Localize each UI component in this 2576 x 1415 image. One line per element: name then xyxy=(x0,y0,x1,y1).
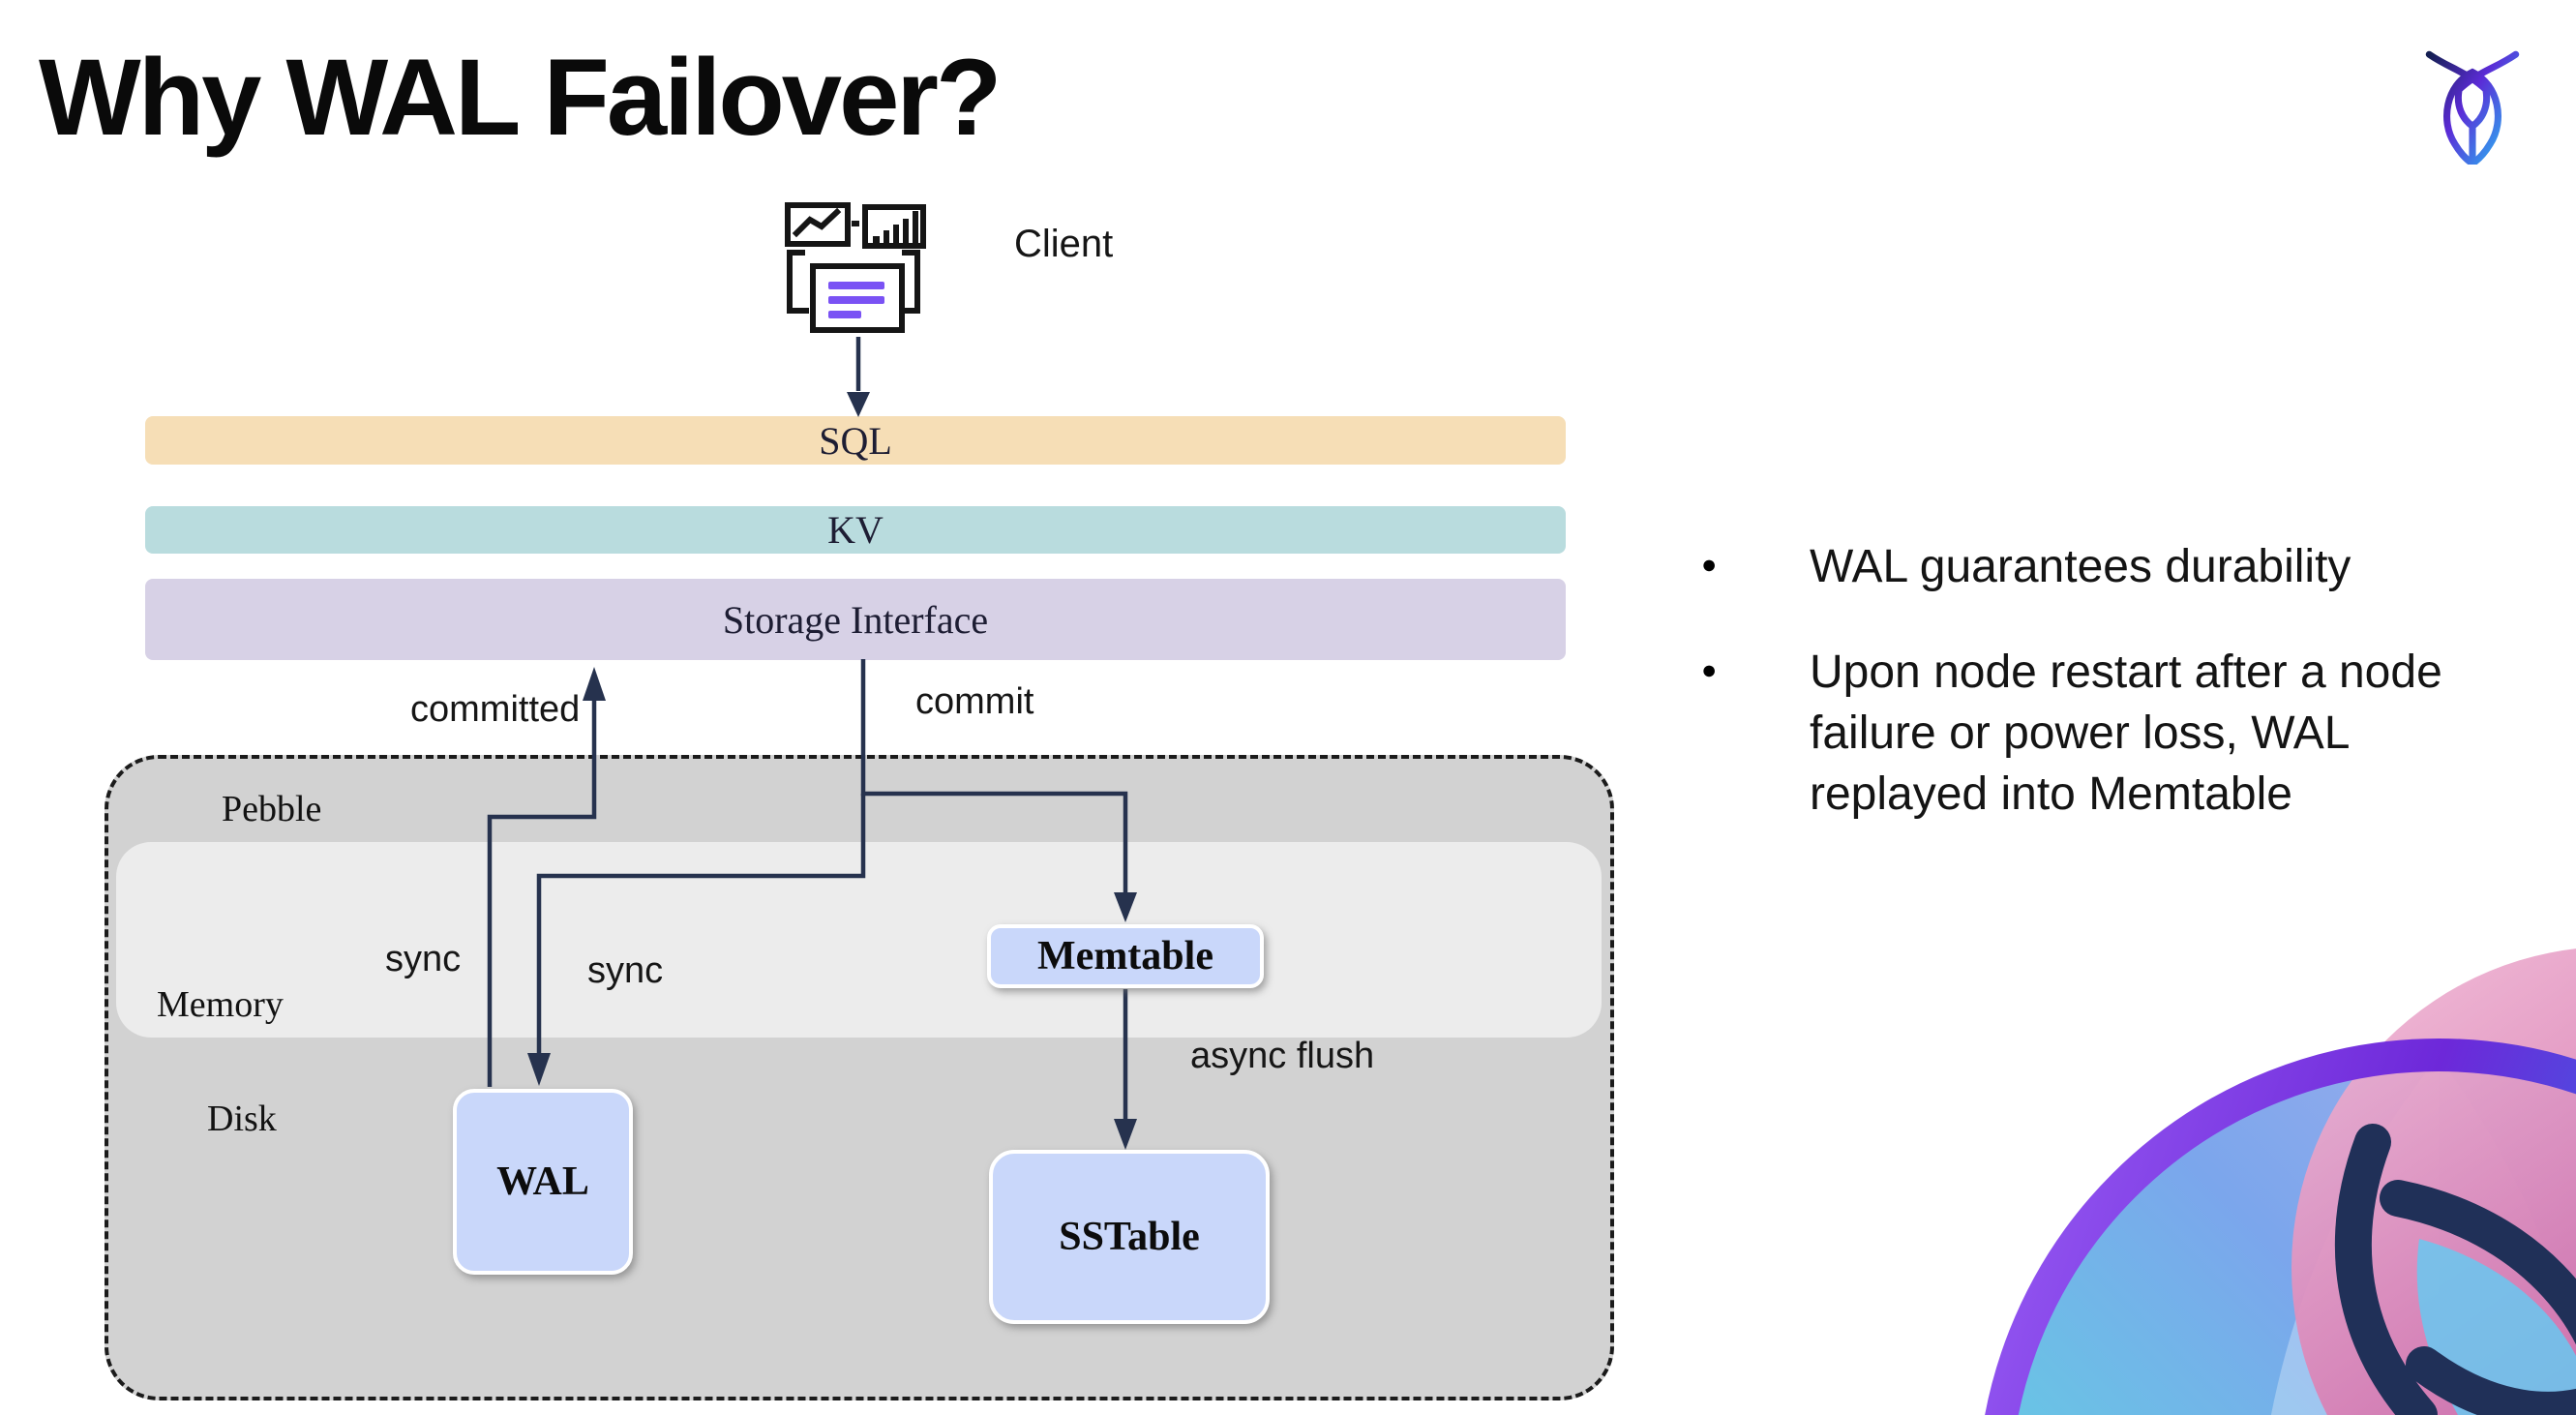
bullet-dot-icon: ● xyxy=(1701,550,1718,579)
wal-box: WAL xyxy=(453,1089,633,1275)
client-label: Client xyxy=(1014,223,1114,265)
list-item: ● Upon node restart after a node failure… xyxy=(1701,642,2504,825)
bullet-text: Upon node restart after a node failure o… xyxy=(1810,647,2442,820)
bullet-list: ● WAL guarantees durability ● Upon node … xyxy=(1701,536,2504,869)
cockroachdb-logo xyxy=(2421,39,2524,168)
arrowhead-client-to-sql xyxy=(847,392,870,417)
edge-label-commit: commit xyxy=(915,681,1034,722)
edge-label-committed: committed xyxy=(410,689,581,730)
bullet-text: WAL guarantees durability xyxy=(1810,541,2351,592)
memtable-box: Memtable xyxy=(987,924,1264,988)
cockroachdb-logo-icon xyxy=(2425,50,2520,168)
list-item: ● WAL guarantees durability xyxy=(1701,536,2504,597)
pebble-label: Pebble xyxy=(222,789,322,829)
bullet-dot-icon: ● xyxy=(1701,655,1718,684)
disk-label: Disk xyxy=(207,1099,277,1139)
page-title: Why WAL Failover? xyxy=(39,37,1002,158)
layer-storage-interface: Storage Interface xyxy=(145,579,1566,660)
arrowhead-committed-up xyxy=(583,667,606,701)
sstable-box: SSTable xyxy=(989,1150,1270,1324)
cockroachdb-brand-artwork xyxy=(1935,948,2576,1415)
edge-label-sync-right: sync xyxy=(587,950,664,991)
layer-sql: SQL xyxy=(145,416,1566,465)
memory-label: Memory xyxy=(157,984,284,1025)
memory-band xyxy=(116,842,1602,1038)
edge-label-async-flush: async flush xyxy=(1190,1036,1375,1076)
client-terminal-icon xyxy=(780,196,927,340)
edge-label-sync-left: sync xyxy=(385,939,462,979)
layer-kv: KV xyxy=(145,506,1566,554)
brand-artwork-icon xyxy=(1985,948,2576,1415)
client-terminal-icon-svg xyxy=(785,202,926,333)
